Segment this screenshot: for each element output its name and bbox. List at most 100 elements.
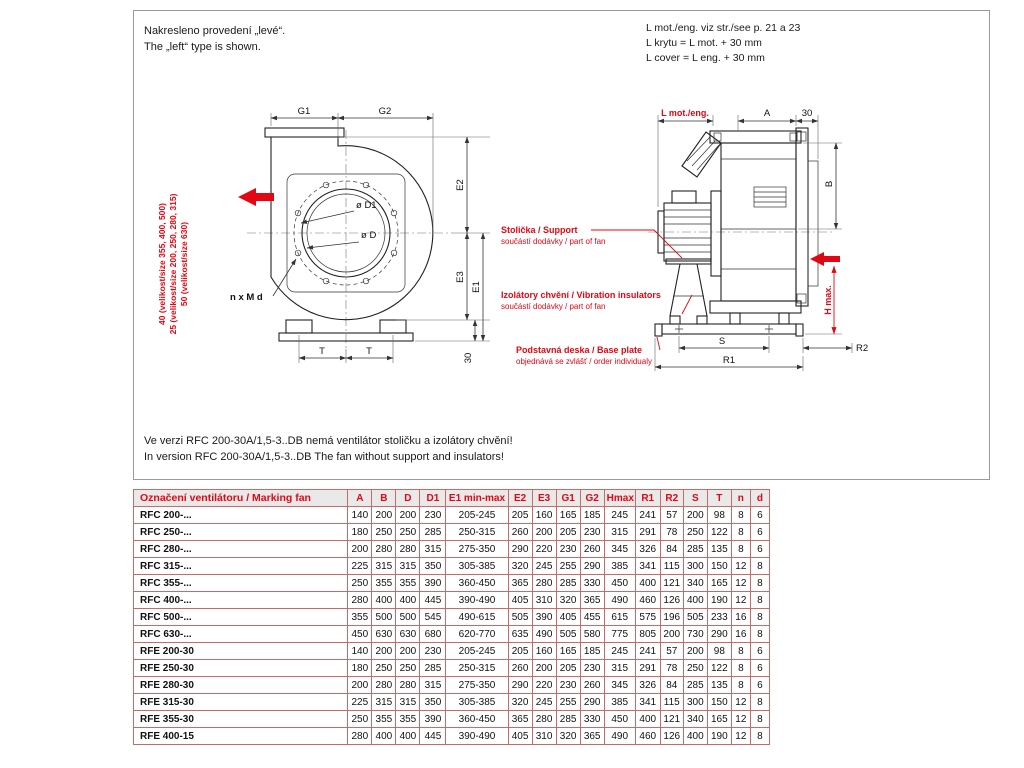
fan-model-cell: RFE 200-30 [132, 642, 349, 660]
dim-value-cell: 460 [634, 591, 661, 609]
table-header-dim: E1 min-max [445, 489, 509, 507]
dim-label-e1: E1 [471, 281, 482, 293]
dim-value-cell: 315 [371, 557, 397, 575]
callout-support-sub: součástí dodávky / part of fan [501, 237, 606, 246]
dim-value-cell: 260 [507, 659, 533, 677]
dim-value-cell: 500 [395, 608, 421, 626]
dim-value-cell: 280 [395, 676, 421, 694]
dim-label-30-front: 30 [463, 353, 474, 364]
dim-value-cell: 8 [730, 676, 751, 694]
fan-model-cell: RFC 400-... [132, 591, 349, 609]
dim-value-cell: 16 [730, 608, 751, 626]
note-top-left-line2: The „left“ type is shown. [144, 41, 261, 53]
dim-value-cell: 505 [682, 608, 708, 626]
dim-value-cell: 315 [603, 659, 636, 677]
dim-value-cell: 140 [347, 642, 373, 660]
dim-value-cell: 360-450 [445, 710, 509, 728]
fan-model-cell: RFE 280-30 [132, 676, 349, 694]
dim-value-cell: 355 [347, 608, 373, 626]
note-bottom: Ve verzi RFC 200-30A/1,5-3..DB nemá vent… [144, 433, 513, 465]
dim-value-cell: 260 [579, 676, 605, 694]
table-header-dim: D1 [419, 489, 447, 507]
dim-value-cell: 365 [507, 710, 533, 728]
dim-value-cell: 490 [603, 591, 636, 609]
dim-value-cell: 135 [706, 676, 732, 694]
dim-value-cell: 200 [531, 523, 557, 541]
dim-value-cell: 230 [419, 642, 447, 660]
dim-value-cell: 121 [659, 710, 684, 728]
note-bottom-line1: Ve verzi RFC 200-30A/1,5-3..DB nemá vent… [144, 435, 513, 447]
fan-front-view [238, 127, 450, 349]
dim-value-cell: 115 [659, 693, 684, 711]
dim-value-cell: 160 [531, 506, 557, 524]
housing-top-flange [709, 130, 802, 144]
dim-value-cell: 250 [347, 574, 373, 592]
outlet-side [681, 131, 722, 178]
dim-value-cell: 205 [507, 642, 533, 660]
dim-value-cell: 450 [603, 710, 636, 728]
dim-value-cell: 220 [531, 540, 557, 558]
table-header-dim: G1 [555, 489, 581, 507]
dim-value-cell: 365 [579, 727, 605, 745]
dim-value-cell: 400 [371, 727, 397, 745]
table-header-dim: A [347, 489, 373, 507]
dim-value-cell: 230 [555, 676, 581, 694]
dim-value-cell: 315 [395, 693, 421, 711]
technical-drawing: G1 G2 E2 E3 E1 30 T T n x M d ø D1 [157, 106, 868, 371]
dim-value-cell: 490-615 [445, 608, 509, 626]
dim-value-cell: 635 [507, 625, 533, 643]
dim-value-cell: 230 [419, 506, 447, 524]
dim-value-cell: 291 [634, 659, 661, 677]
dim-value-cell: 8 [749, 557, 771, 575]
dim-value-cell: 250 [347, 710, 373, 728]
dim-value-cell: 200 [531, 659, 557, 677]
dim-value-cell: 220 [531, 676, 557, 694]
callout-baseplate-title: Podstavná deska / Base plate [516, 345, 642, 355]
dim-value-cell: 730 [682, 625, 708, 643]
dim-value-cell: 390 [419, 574, 447, 592]
dim-value-cell: 12 [730, 693, 751, 711]
dim-value-cell: 400 [371, 591, 397, 609]
dim-value-cell: 98 [706, 506, 732, 524]
dim-value-cell: 310 [531, 727, 557, 745]
fan-side-view [648, 127, 840, 337]
dim-label-d: ø D [361, 230, 376, 241]
dim-value-cell: 8 [749, 625, 771, 643]
dim-value-cell: 385 [603, 693, 636, 711]
dim-label-hmax: H max. [823, 285, 833, 315]
dim-value-cell: 315 [603, 523, 636, 541]
fan-model-cell: RFE 250-30 [132, 659, 349, 677]
dim-value-cell: 315 [419, 540, 447, 558]
callouts: Stolička / Support součástí dodávky / pa… [501, 225, 693, 366]
dim-value-cell: 341 [634, 557, 661, 575]
dim-value-cell: 291 [634, 523, 661, 541]
dim-value-cell: 12 [730, 574, 751, 592]
table-header-dim: D [395, 489, 421, 507]
dim-value-cell: 12 [730, 557, 751, 575]
dim-value-cell: 355 [371, 710, 397, 728]
mounting-flange-plate [795, 127, 809, 307]
dim-value-cell: 385 [603, 557, 636, 575]
dim-label-g2: G2 [379, 106, 392, 117]
dim-value-cell: 230 [579, 659, 605, 677]
dim-value-cell: 300 [682, 693, 708, 711]
outlet-flange [264, 127, 345, 138]
dim-label-a: A [764, 108, 771, 119]
dim-value-cell: 450 [347, 625, 373, 643]
dim-value-cell: 12 [730, 710, 751, 728]
dim-value-cell: 78 [659, 659, 684, 677]
dim-value-cell: 6 [749, 523, 771, 541]
dim-value-cell: 290 [507, 540, 533, 558]
dim-value-cell: 400 [634, 574, 661, 592]
dim-value-cell: 455 [579, 608, 605, 626]
table-header-dim: E3 [531, 489, 557, 507]
note-top-right-line2: L krytu = L mot. + 30 mm [646, 37, 762, 49]
inlet-circle [301, 188, 391, 278]
dim-value-cell: 315 [419, 676, 447, 694]
dim-value-cell: 260 [579, 540, 605, 558]
dim-value-cell: 315 [395, 557, 421, 575]
dim-value-cell: 255 [555, 557, 581, 575]
dim-value-cell: 245 [531, 693, 557, 711]
fan-model-cell: RFE 355-30 [132, 710, 349, 728]
